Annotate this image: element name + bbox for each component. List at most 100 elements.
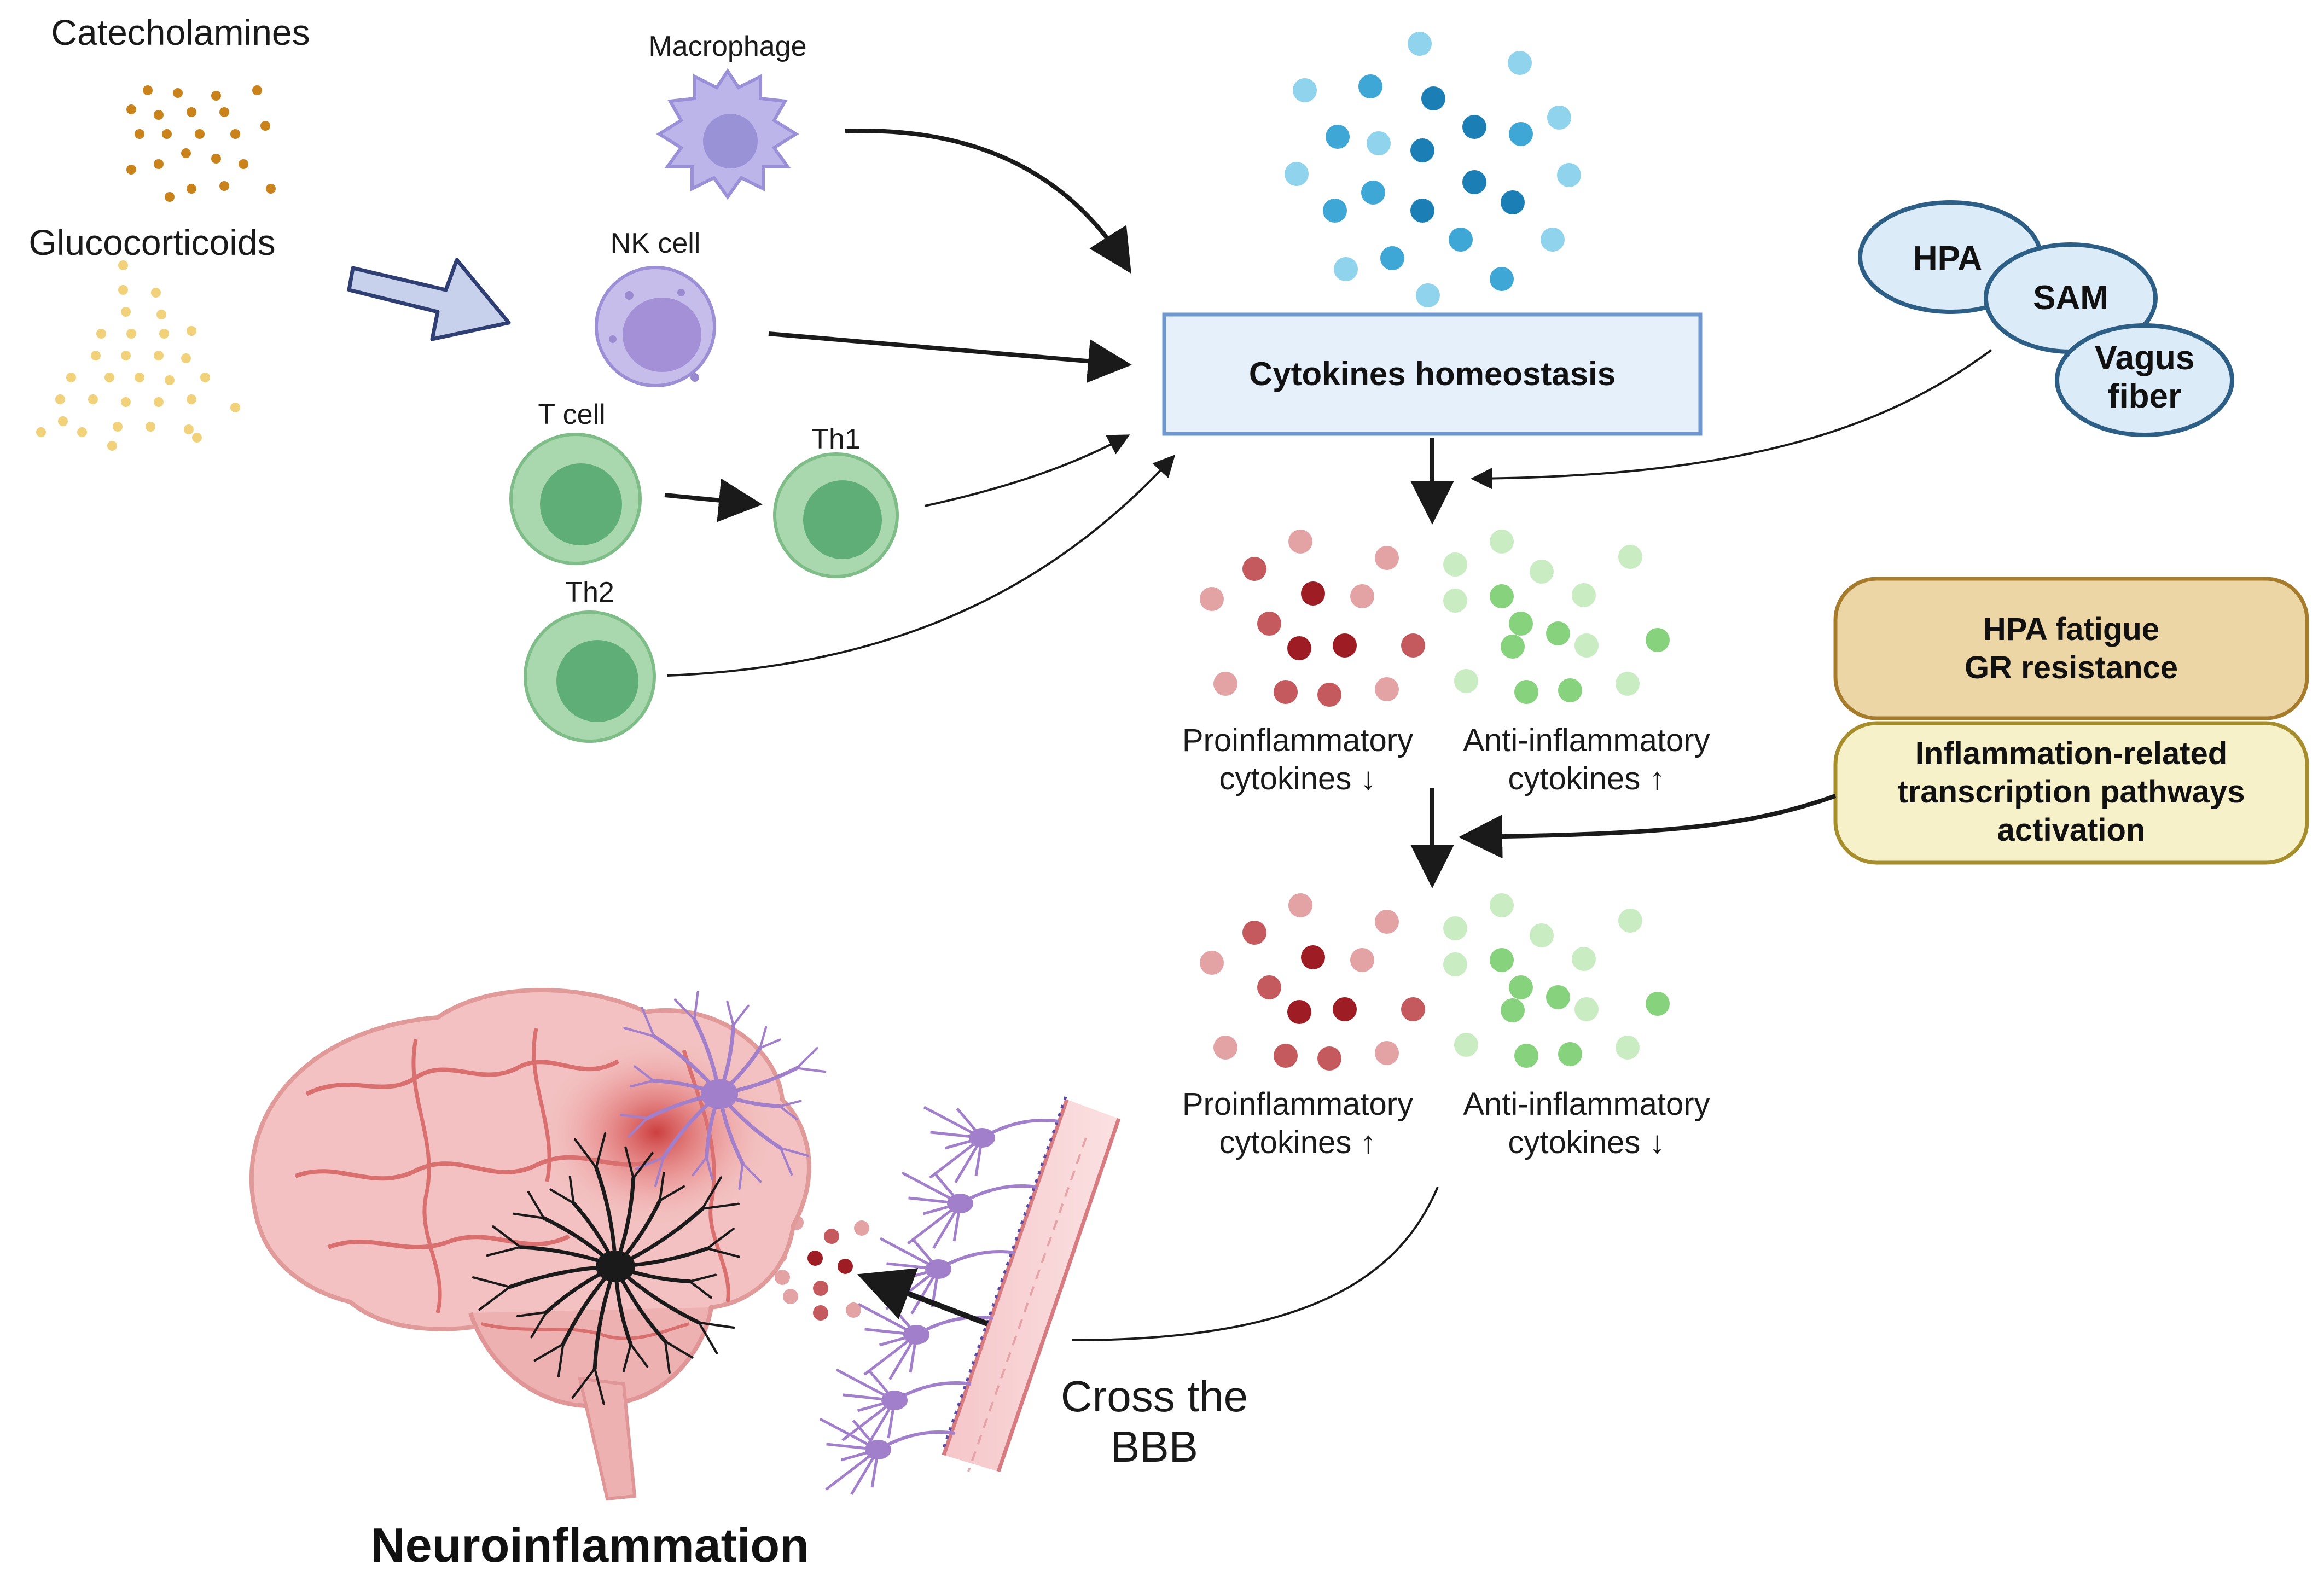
blood-brain-barrier: [940, 1096, 1121, 1473]
catecholamine-particle: [211, 91, 221, 101]
neuron-branch: [795, 1067, 827, 1073]
cytokine-particle: [1421, 86, 1445, 110]
anti-cytokine-particle: [1558, 1042, 1582, 1066]
neuron-branch: [549, 1188, 575, 1205]
inflammation-pathways-box: [1833, 721, 2309, 865]
brain-illustration: [249, 988, 811, 1501]
glucocorticoid-particle: [66, 373, 76, 382]
anti-cytokines-cluster-1: [1443, 530, 1670, 704]
neuron-branch: [732, 1004, 750, 1027]
catecholamine-particle: [230, 129, 240, 139]
anti-cytokine-particle: [1546, 985, 1570, 1009]
cytokine-particle: [1449, 228, 1473, 252]
pro-cytokine-particle: [1350, 584, 1374, 608]
glucocorticoid-particle: [107, 441, 117, 451]
catecholamine-particle: [143, 85, 153, 95]
astrocyte-process: [864, 1328, 917, 1336]
neuron-branch: [574, 1138, 597, 1169]
anti-cytokine-particle: [1616, 1036, 1640, 1060]
cytokine-particle: [1367, 131, 1391, 155]
neuron-branch: [698, 1321, 735, 1329]
neuron-branch: [698, 1321, 718, 1354]
black-neuron: [472, 1132, 740, 1405]
anti-cytokine-particle: [1490, 530, 1514, 554]
neuron-body: [701, 1079, 738, 1109]
astrocyte-process: [826, 1443, 879, 1451]
t-cell: [509, 433, 642, 565]
entering-cytokine: [813, 1305, 828, 1321]
astrocyte-process: [825, 1449, 879, 1491]
inflammation-line3: activation: [1997, 812, 2146, 848]
cytokine-particle: [1361, 181, 1385, 205]
catecholamine-particle: [126, 104, 136, 114]
anti-cytokine-particle: [1443, 916, 1467, 940]
glucocorticoid-particle: [187, 394, 196, 404]
pro-cytokine-particle: [1288, 530, 1312, 554]
astrocyte-process: [841, 1399, 896, 1441]
astrocyte-process: [952, 1203, 962, 1242]
astrocyte-process: [912, 1239, 939, 1270]
th2-cell: [524, 610, 656, 743]
glucocorticoids-label: Glucocorticoids: [28, 222, 275, 263]
neuron-branch: [627, 1117, 649, 1138]
pro-cytokine-particle: [1375, 910, 1399, 934]
anti-cytokine-particle: [1546, 621, 1570, 645]
catecholamine-particle: [135, 129, 144, 139]
hpa-fatigue-line1: HPA fatigue: [1983, 612, 2159, 647]
neuron-branch: [624, 1146, 635, 1179]
catecholamines-particles: [126, 85, 276, 202]
catecholamine-particle: [181, 148, 191, 158]
glucocorticoid-particle: [113, 422, 123, 432]
cytokine-particle: [1509, 122, 1533, 146]
neuron-branch: [659, 1172, 665, 1202]
neuron-branch: [778, 1105, 798, 1121]
catecholamine-particle: [154, 159, 164, 169]
neuron-branch: [629, 1079, 655, 1088]
t-cell-to-th1-arrow: [664, 478, 763, 522]
anti-cytokine-particle: [1509, 612, 1533, 636]
pro-cytokines-cluster-1: [1200, 530, 1425, 707]
catecholamine-particle: [219, 181, 229, 191]
anti-cytokine-particle: [1530, 923, 1554, 947]
glucocorticoid-particle: [135, 373, 144, 382]
pro-cytokine-particle: [1333, 633, 1357, 658]
th1-arrow: [924, 434, 1130, 507]
anti-cytokines-label-2-line2: cytokines ↓: [1508, 1125, 1665, 1160]
astrocyte-process: [868, 1370, 896, 1401]
anti-cytokine-particle: [1443, 552, 1467, 577]
entering-cytokine: [813, 1281, 828, 1296]
anti-cytokines-cluster-2: [1443, 893, 1670, 1068]
entering-cytokine: [846, 1302, 861, 1318]
cross-bbb-line1: Cross the: [1061, 1372, 1248, 1421]
th2-arrow: [667, 455, 1176, 677]
neuron-branch: [623, 1027, 655, 1038]
glucocorticoid-particle: [156, 310, 166, 319]
astrocyte-endfoot: [981, 1119, 1059, 1139]
entering-cytokine: [775, 1270, 790, 1285]
neuron-branch: [472, 1276, 511, 1288]
astrocyte-process: [850, 1449, 880, 1495]
glucocorticoid-particle: [146, 422, 155, 432]
cytokine-particle: [1323, 199, 1347, 223]
big-hollow-arrow: [347, 258, 511, 341]
cytokine-particle: [1408, 32, 1432, 56]
entering-cytokine: [824, 1229, 839, 1244]
cytokine-particle: [1541, 228, 1565, 252]
anti-cytokine-particle: [1530, 560, 1554, 584]
astrocyte-process: [879, 1333, 917, 1347]
astrocyte-process: [930, 1131, 983, 1139]
cytokine-particle: [1490, 267, 1514, 291]
astrocyte-endfoot: [959, 1184, 1037, 1205]
hpa-fatigue-line2: GR resistance: [1965, 650, 2178, 685]
glucocorticoid-particle: [36, 427, 46, 437]
anti-cytokines-label-1-line1: Anti-inflammatory: [1463, 723, 1710, 758]
pro-cytokine-particle: [1242, 921, 1266, 945]
glucocorticoid-particle: [55, 394, 65, 404]
pro-cytokine-particle: [1301, 945, 1325, 969]
anti-cytokine-particle: [1454, 669, 1478, 693]
pro-cytokine-particle: [1287, 636, 1311, 660]
pro-cytokine-particle: [1317, 683, 1341, 707]
pro-cytokine-particle: [1257, 612, 1281, 636]
astrocyte-endfoot: [893, 1381, 972, 1402]
